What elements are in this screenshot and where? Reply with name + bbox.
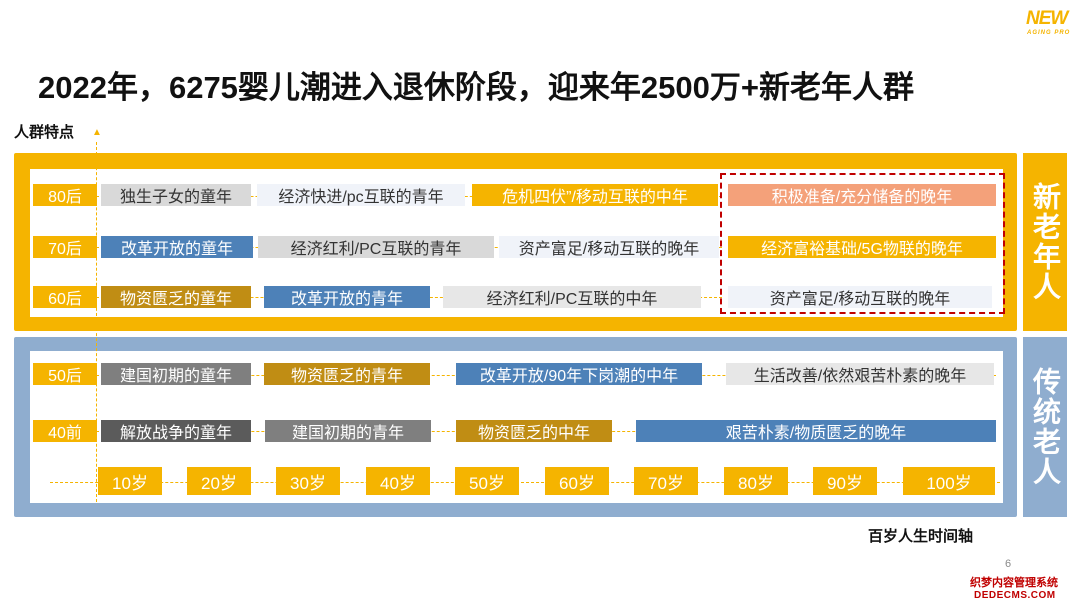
new-elderly-side-label: 新老年人 [1023, 153, 1067, 331]
life-stage-cell: 危机四伏”/移动互联的中年 [472, 184, 718, 206]
life-stage-cell: 积极准备/充分储备的晚年 [728, 184, 996, 206]
timeline-tick: 70岁 [634, 467, 698, 495]
life-stage-cell: 经济红利/PC互联的中年 [443, 286, 701, 308]
y-axis-label: 人群特点 [14, 124, 75, 141]
life-stage-cell: 改革开放的青年 [264, 286, 430, 308]
timeline-tick: 90岁 [813, 467, 877, 495]
life-stage-cell: 生活改善/依然艰苦朴素的晚年 [726, 363, 994, 385]
life-stage-cell: 物资匮乏的中年 [456, 420, 612, 442]
row-guide-line [50, 482, 1000, 483]
timeline-tick: 10岁 [98, 467, 162, 495]
x-axis-label: 百岁人生时间轴 [868, 528, 974, 545]
generation-label: 50后 [33, 363, 97, 385]
page-title: 2022年，6275婴儿潮进入退休阶段，迎来年2500万+新老年人群 [38, 70, 914, 105]
life-stage-cell: 改革开放/90年下岗潮的中年 [456, 363, 702, 385]
life-stage-cell: 物资匮乏的青年 [264, 363, 430, 385]
life-stage-cell: 建国初期的童年 [101, 363, 251, 385]
timeline-tick: 30岁 [276, 467, 340, 495]
timeline-tick: 50岁 [455, 467, 519, 495]
watermark-text: 织梦内容管理系统 [970, 577, 1058, 589]
retirement-highlight-box [720, 173, 1005, 314]
traditional-elderly-side-label: 传统老人 [1023, 337, 1067, 517]
life-stage-cell: 改革开放的童年 [101, 236, 253, 258]
generation-label: 40前 [33, 420, 97, 442]
life-stage-cell: 经济红利/PC互联的青年 [258, 236, 494, 258]
timeline-tick: 40岁 [366, 467, 430, 495]
axis-arrow-icon: ▲ [92, 127, 102, 138]
vertical-axis-line [96, 142, 97, 502]
life-stage-cell: 经济富裕基础/5G物联的晚年 [728, 236, 996, 258]
watermark-url: DEDECMS.COM [974, 590, 1056, 601]
timeline-tick: 20岁 [187, 467, 251, 495]
timeline-tick: 60岁 [545, 467, 609, 495]
generation-label: 70后 [33, 236, 97, 258]
brand-logo: NEW [1026, 8, 1068, 29]
life-stage-cell: 艰苦朴素/物质匮乏的晚年 [636, 420, 996, 442]
life-stage-cell: 资产富足/移动互联的晚年 [728, 286, 992, 308]
life-stage-cell: 解放战争的童年 [101, 420, 251, 442]
brand-logo-subtitle: AGING PRO [1027, 30, 1071, 36]
page-number: 6 [1005, 558, 1012, 570]
timeline-tick: 80岁 [724, 467, 788, 495]
life-stage-cell: 经济快进/pc互联的青年 [257, 184, 465, 206]
timeline-tick: 100岁 [903, 467, 995, 495]
life-stage-cell: 资产富足/移动互联的晚年 [499, 236, 719, 258]
traditional-elderly-label-text: 传统老人 [1030, 367, 1061, 487]
generation-label: 80后 [33, 184, 97, 206]
life-stage-cell: 独生子女的童年 [101, 184, 251, 206]
life-stage-cell: 物资匮乏的童年 [101, 286, 251, 308]
new-elderly-label-text: 新老年人 [1030, 182, 1061, 302]
generation-label: 60后 [33, 286, 97, 308]
life-stage-cell: 建国初期的青年 [265, 420, 431, 442]
